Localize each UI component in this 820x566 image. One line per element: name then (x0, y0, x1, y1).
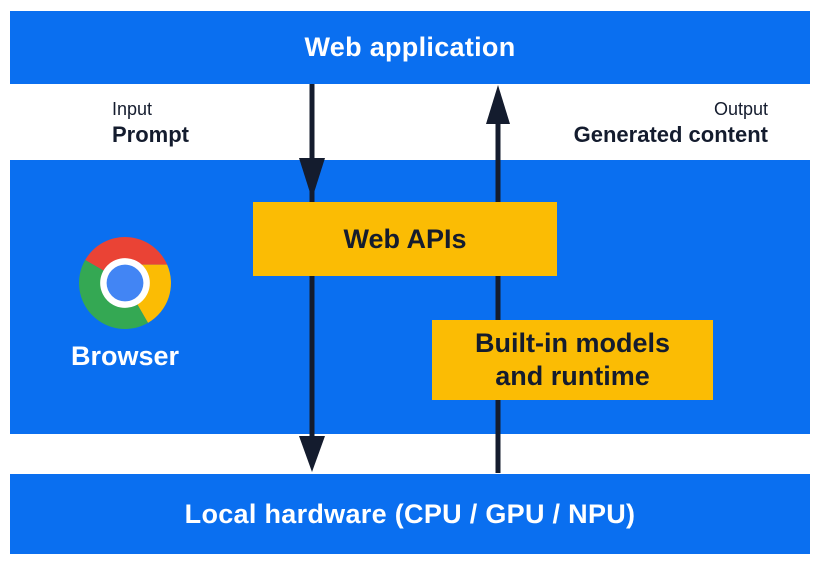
browser-label: Browser (70, 341, 180, 371)
output-caption: Output (713, 99, 768, 119)
web-application-band: Web application (10, 11, 810, 84)
input-label-group: Input Prompt (112, 97, 189, 149)
built-in-models-label: Built-in models and runtime (475, 328, 670, 391)
input-value: Prompt (112, 122, 189, 147)
web-apis-box: Web APIs (253, 202, 557, 276)
web-apis-label: Web APIs (343, 223, 467, 254)
output-label-group: Output Generated content (574, 97, 768, 149)
built-in-models-box: Built-in models and runtime (432, 320, 713, 400)
chrome-logo-icon (79, 237, 171, 329)
web-application-label: Web application (304, 32, 516, 62)
local-hardware-band: Local hardware (CPU / GPU / NPU) (10, 474, 810, 554)
local-hardware-label: Local hardware (CPU / GPU / NPU) (184, 498, 636, 529)
output-value: Generated content (573, 122, 768, 147)
input-caption: Input (112, 99, 153, 119)
